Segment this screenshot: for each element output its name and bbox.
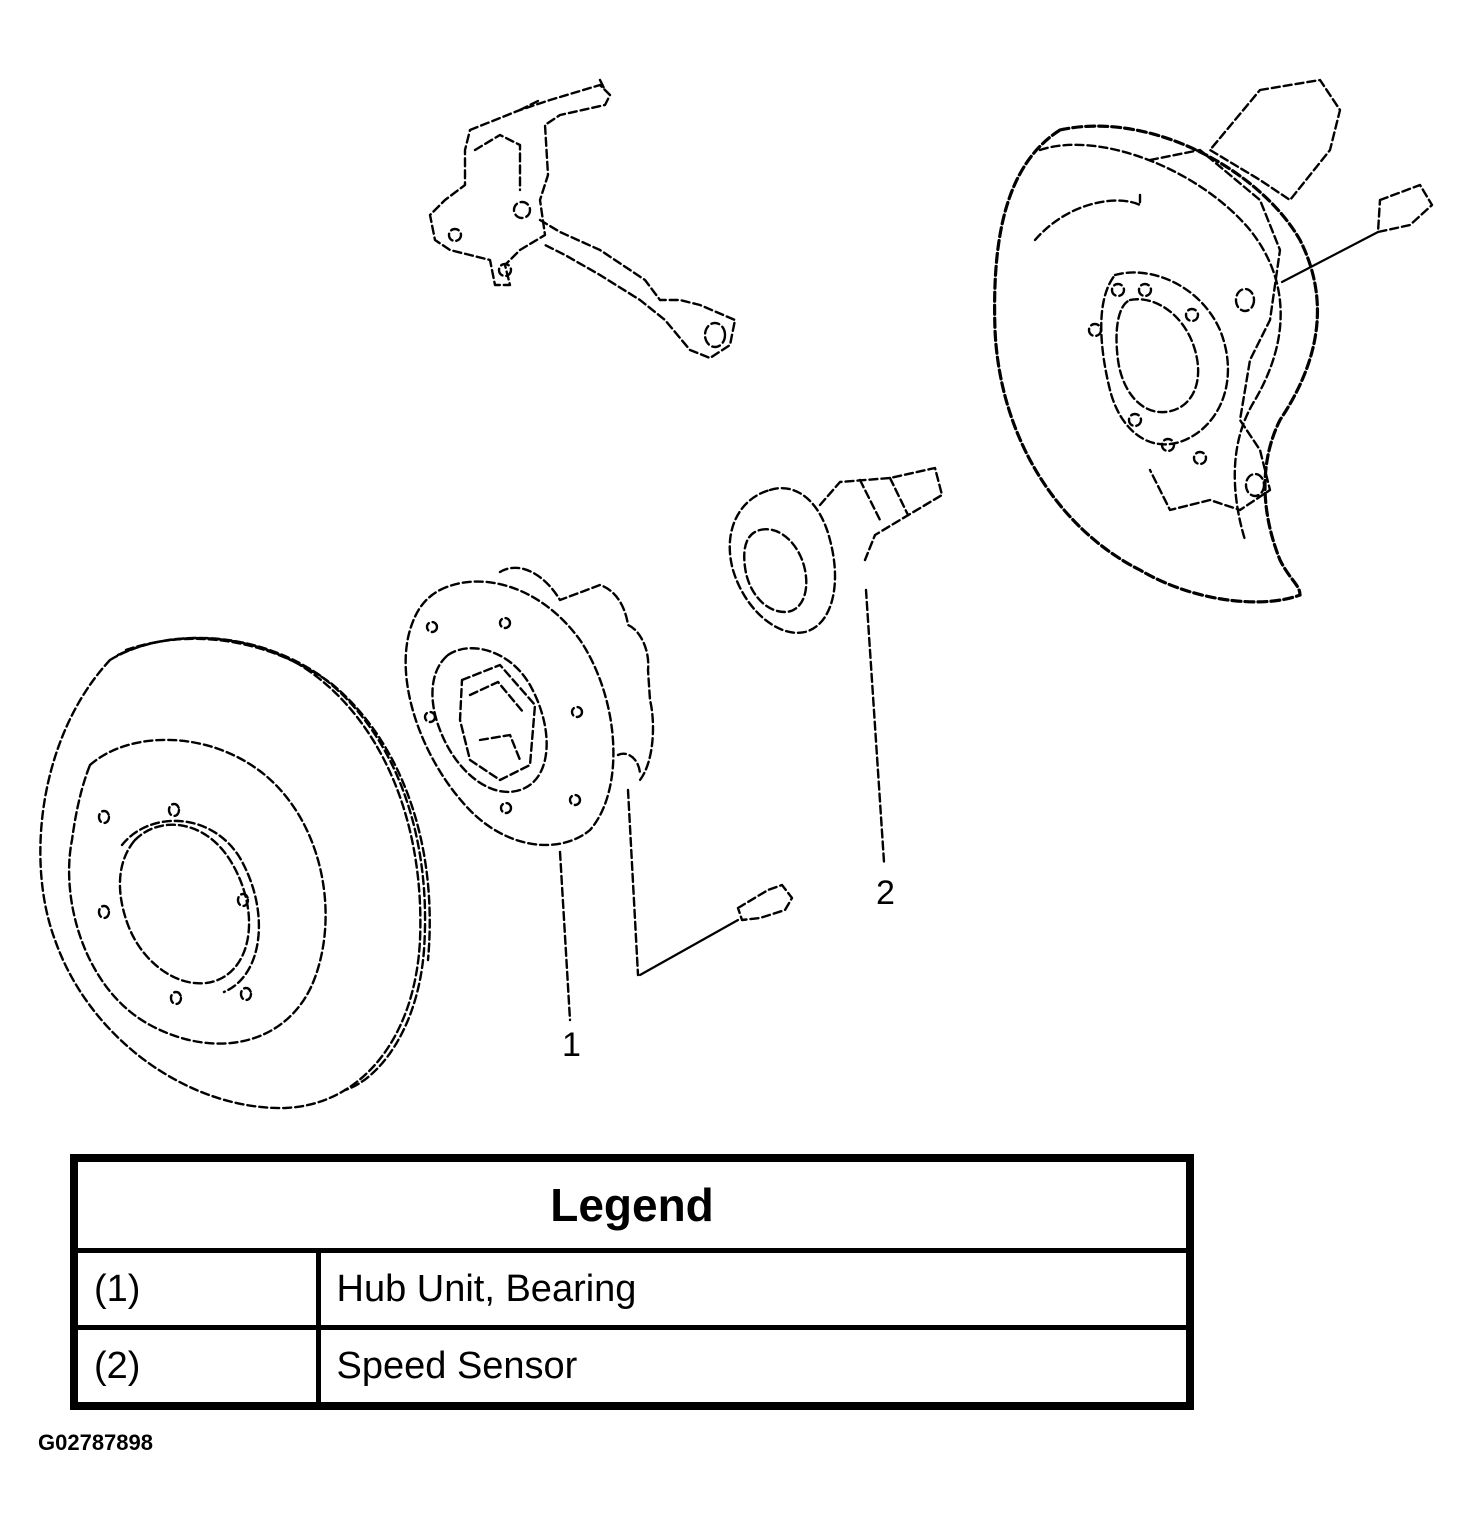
legend-title: Legend xyxy=(71,1155,1193,1253)
callout-2: 2 xyxy=(864,588,895,912)
legend-header-row: Legend xyxy=(71,1155,1193,1253)
axle-shaft xyxy=(728,466,944,635)
exploded-view-diagram: 1 2 xyxy=(39,78,1434,1110)
legend-table: Legend (1) Hub Unit, Bearing (2) Speed S… xyxy=(70,1154,1194,1410)
figure-id: G02787898 xyxy=(38,1430,153,1455)
hub-unit-bearing xyxy=(404,566,655,847)
brake-disc-rotor xyxy=(39,636,431,1110)
lateral-link-assembly xyxy=(428,78,737,360)
callout-number-2: 2 xyxy=(876,874,895,912)
legend-label: Hub Unit, Bearing xyxy=(315,1248,1193,1330)
legend-key: (2) xyxy=(71,1325,321,1409)
legend-key: (1) xyxy=(71,1248,321,1330)
legend-row: (1) Hub Unit, Bearing xyxy=(71,1248,1193,1330)
callout-number-1: 1 xyxy=(562,1026,581,1064)
callout-1: 1 xyxy=(558,788,640,1064)
steering-knuckle-backing-plate xyxy=(993,78,1434,604)
legend-row: (2) Speed Sensor xyxy=(71,1325,1193,1409)
speed-sensor xyxy=(638,883,794,977)
legend-label: Speed Sensor xyxy=(315,1325,1193,1409)
